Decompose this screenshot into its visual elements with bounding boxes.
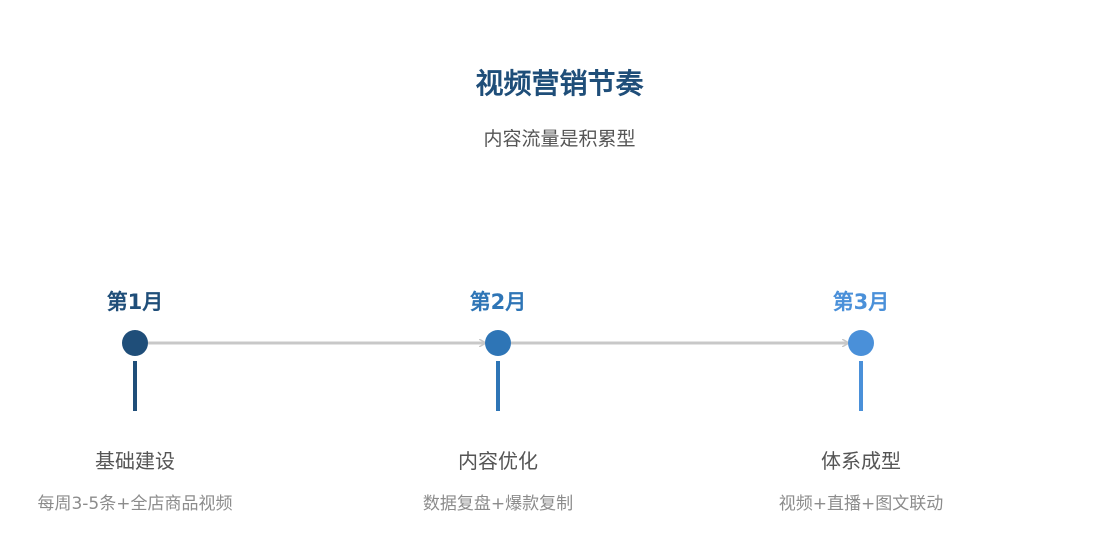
milestone-month-3: 第3月 bbox=[832, 290, 890, 314]
milestone-stem-1 bbox=[133, 361, 137, 411]
page-title: 视频营销节奏 bbox=[475, 67, 644, 100]
milestone-node-1 bbox=[122, 330, 148, 356]
milestone-desc-3: 视频+直播+图文联动 bbox=[778, 494, 944, 514]
milestone-title-1: 基础建设 bbox=[95, 449, 175, 473]
milestone-desc-1: 每周3-5条+全店商品视频 bbox=[37, 494, 233, 514]
milestone-title-2: 内容优化 bbox=[458, 449, 538, 473]
milestone-title-3: 体系成型 bbox=[821, 449, 901, 473]
milestone-stem-3 bbox=[859, 361, 863, 411]
milestone-desc-2: 数据复盘+爆款复制 bbox=[422, 494, 574, 514]
milestone-month-2: 第2月 bbox=[469, 290, 527, 314]
milestone-stem-2 bbox=[496, 361, 500, 411]
page-subtitle: 内容流量是积累型 bbox=[483, 128, 636, 150]
milestone-month-1: 第1月 bbox=[106, 290, 164, 314]
milestone-node-2 bbox=[485, 330, 511, 356]
milestone-node-3 bbox=[848, 330, 874, 356]
